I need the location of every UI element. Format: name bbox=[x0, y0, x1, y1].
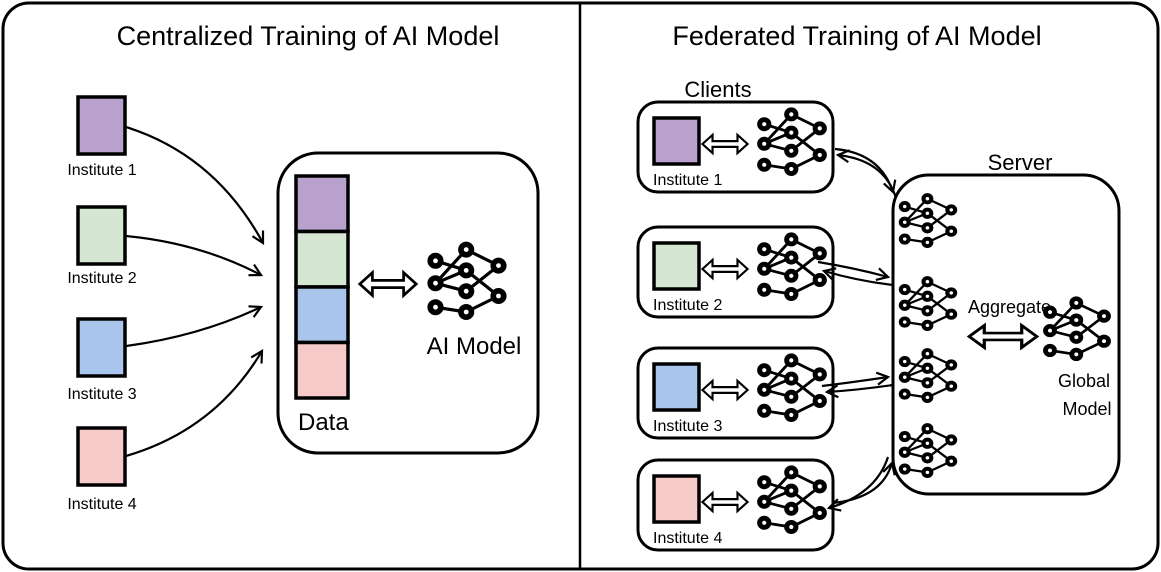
ai-model-label: AI Model bbox=[427, 333, 522, 360]
institute-3-label: Institute 3 bbox=[67, 386, 136, 403]
global-model-label-line2: Model bbox=[1062, 399, 1111, 419]
client-box-3: Institute 3 bbox=[636, 346, 835, 440]
right-panel-title: Federated Training of AI Model bbox=[672, 21, 1041, 51]
institute-4-label: Institute 4 bbox=[67, 496, 136, 513]
server-box: Server Aggregate Global Model bbox=[891, 150, 1121, 496]
arrow-institute4-to-data bbox=[125, 349, 264, 458]
link-server-to-client2 bbox=[821, 267, 894, 287]
client-2-square bbox=[652, 241, 701, 291]
institute-3: Institute 3 bbox=[67, 317, 137, 403]
client-1-square bbox=[652, 116, 701, 166]
server-label: Server bbox=[988, 150, 1053, 175]
arrow-institute3-to-data bbox=[125, 305, 264, 348]
institute-4-square bbox=[76, 426, 127, 487]
aggregate-label: Aggregate bbox=[968, 297, 1051, 317]
clients-label: Clients bbox=[684, 77, 751, 102]
data-label: Data bbox=[298, 409, 349, 436]
institute-2: Institute 2 bbox=[67, 205, 137, 287]
link-server-to-client3 bbox=[824, 383, 894, 399]
institute-2-label: Institute 2 bbox=[67, 270, 136, 287]
link-client2-to-server bbox=[817, 260, 891, 281]
global-model-label-line1: Global bbox=[1058, 371, 1110, 391]
client-3-label: Institute 3 bbox=[653, 418, 722, 435]
institute-3-square bbox=[76, 317, 127, 378]
institute-1-square bbox=[76, 95, 127, 156]
institute-1: Institute 1 bbox=[67, 95, 137, 179]
data-stack-segment-3 bbox=[294, 285, 350, 345]
client-box-4: Institute 4 bbox=[636, 458, 835, 552]
federated-panel: Federated Training of AI Model Clients I… bbox=[636, 21, 1121, 552]
link-server-to-client1 bbox=[835, 149, 898, 199]
institute-4: Institute 4 bbox=[67, 426, 137, 513]
centralized-panel: Centralized Training of AI Model Institu… bbox=[67, 21, 540, 513]
client-box-2: Institute 2 bbox=[636, 225, 835, 319]
data-stack bbox=[294, 174, 350, 400]
client-3-square bbox=[652, 362, 701, 412]
client-4-square bbox=[652, 474, 701, 524]
client-1-label: Institute 1 bbox=[653, 172, 722, 189]
data-flow-arrows bbox=[125, 125, 265, 458]
arrow-institute2-to-data bbox=[125, 234, 264, 277]
arrow-institute1-to-data bbox=[125, 125, 265, 246]
client-server-links bbox=[817, 147, 898, 512]
client-4-label: Institute 4 bbox=[653, 530, 722, 547]
institute-2-square bbox=[76, 205, 127, 266]
institute-1-label: Institute 1 bbox=[67, 162, 136, 179]
left-panel-title: Centralized Training of AI Model bbox=[117, 21, 500, 51]
data-stack-segment-2 bbox=[294, 229, 350, 289]
client-box-1: Institute 1 bbox=[636, 100, 835, 194]
link-server-to-client4 bbox=[826, 456, 890, 512]
client-2-label: Institute 2 bbox=[653, 297, 722, 314]
link-client4-to-server bbox=[832, 460, 896, 505]
data-stack-segment-1 bbox=[294, 174, 350, 234]
central-training-box: Data AI Model bbox=[276, 151, 540, 455]
data-stack-segment-4 bbox=[294, 340, 350, 400]
